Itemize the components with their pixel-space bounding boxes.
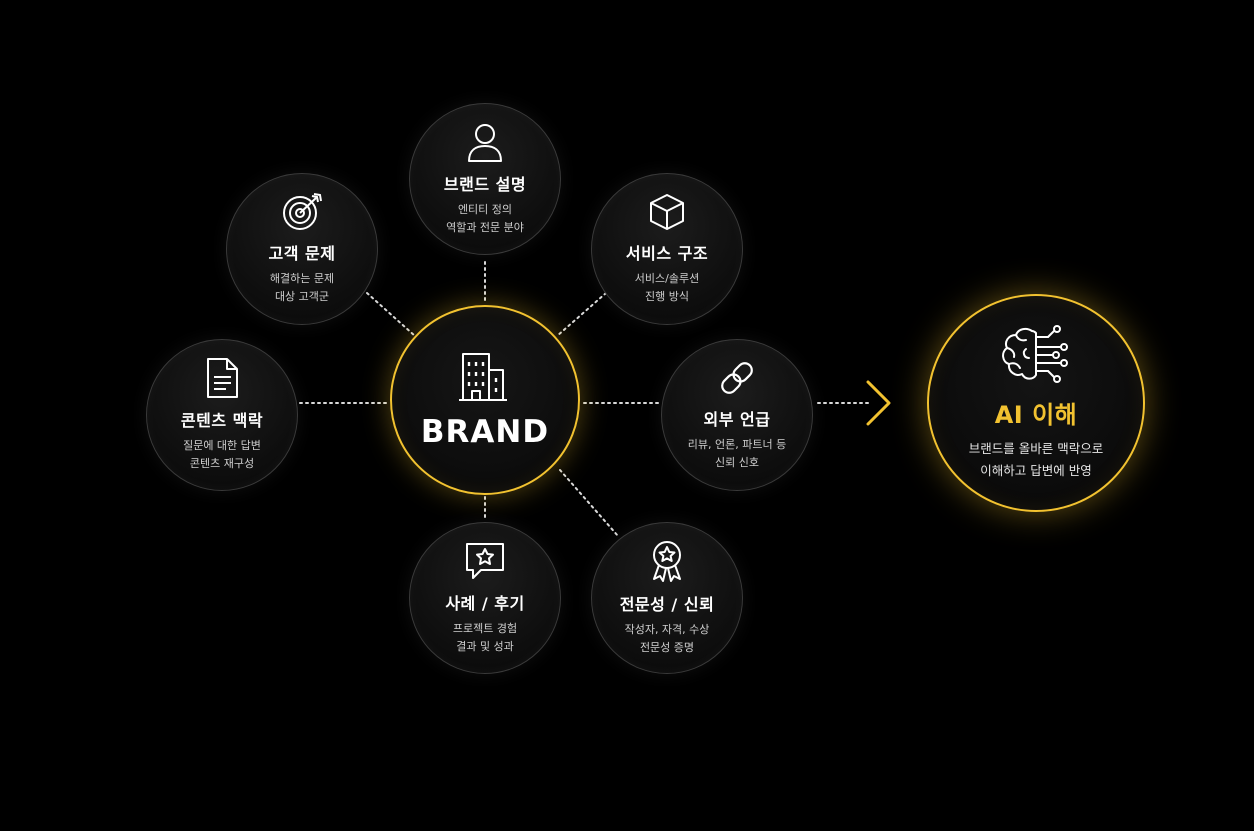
- node-title: 서비스 구조: [625, 244, 709, 263]
- node-description-line: 진행 방식: [645, 290, 689, 303]
- node-description-line: 전문성 증명: [639, 641, 695, 654]
- node-description-line: 역할과 전문 분야: [446, 221, 524, 234]
- node-customer-problem: 고객 문제 해결하는 문제 대상 고객군: [226, 173, 378, 325]
- node-description: 해결하는 문제 대상 고객군: [270, 270, 334, 306]
- ai-description: 브랜드를 올바른 맥락으로 이해하고 답변에 반영: [969, 438, 1103, 482]
- ai-description-line: 이해하고 답변에 반영: [980, 462, 1092, 478]
- node-description: 리뷰, 언론, 파트너 등 신뢰 신호: [688, 436, 786, 472]
- ai-understanding-node: AI 이해 브랜드를 올바른 맥락으로 이해하고 답변에 반영: [927, 294, 1145, 512]
- node-title: 고객 문제: [268, 244, 336, 263]
- brand-center-node: BRAND: [390, 305, 580, 495]
- document-icon: [207, 358, 238, 398]
- node-external-mention: 외부 언급 리뷰, 언론, 파트너 등 신뢰 신호: [661, 339, 813, 491]
- node-description-line: 대상 고객군: [274, 290, 330, 303]
- node-description-line: 해결하는 문제: [269, 272, 335, 285]
- ai-title: AI 이해: [994, 400, 1078, 429]
- node-description-line: 질문에 대한 답변: [183, 439, 261, 452]
- node-title: 외부 언급: [703, 410, 771, 429]
- ai-brain-icon: [1002, 324, 1068, 383]
- star-chat-icon: [466, 543, 504, 579]
- person-icon: [468, 124, 502, 162]
- node-cases-reviews: 사례 / 후기 프로젝트 경험 결과 및 성과: [409, 522, 561, 674]
- node-description-line: 프로젝트 경험: [452, 622, 518, 635]
- node-description-line: 결과 및 성과: [456, 640, 514, 653]
- connector-service-structure: [556, 292, 607, 337]
- connector-customer-problem: [366, 292, 416, 337]
- target-icon: [283, 193, 322, 230]
- node-description-line: 리뷰, 언론, 파트너 등: [687, 438, 787, 451]
- award-icon: [653, 541, 681, 582]
- node-description-line: 콘텐츠 재구성: [189, 457, 255, 470]
- node-content-context: 콘텐츠 맥락 질문에 대한 답변 콘텐츠 재구성: [146, 339, 298, 491]
- node-title: 브랜드 설명: [443, 175, 527, 194]
- node-description-line: 작성자, 자격, 수상: [624, 623, 710, 636]
- node-service-structure: 서비스 구조 서비스/솔루션 진행 방식: [591, 173, 743, 325]
- node-description: 질문에 대한 답변 콘텐츠 재구성: [183, 437, 261, 473]
- node-description-line: 신뢰 신호: [715, 456, 759, 469]
- node-expertise-trust: 전문성 / 신뢰 작성자, 자격, 수상 전문성 증명: [591, 522, 743, 674]
- link-icon: [721, 362, 753, 394]
- node-title: 사례 / 후기: [445, 594, 525, 613]
- node-description-line: 서비스/솔루션: [634, 272, 700, 285]
- node-description: 엔티티 정의 역할과 전문 분야: [446, 201, 524, 237]
- cube-icon: [650, 194, 684, 230]
- arrow-chevron-icon: [866, 380, 891, 426]
- node-description: 프로젝트 경험 결과 및 성과: [453, 620, 517, 656]
- node-title: 전문성 / 신뢰: [619, 595, 715, 614]
- building-icon: [459, 353, 507, 401]
- connector-expertise-trust: [559, 469, 619, 537]
- node-description: 서비스/솔루션 진행 방식: [635, 270, 699, 306]
- ai-description-line: 브랜드를 올바른 맥락으로: [968, 440, 1104, 456]
- node-description-line: 엔티티 정의: [457, 203, 513, 216]
- node-description: 작성자, 자격, 수상 전문성 증명: [625, 621, 710, 657]
- node-brand-description: 브랜드 설명 엔티티 정의 역할과 전문 분야: [409, 103, 561, 255]
- node-title: 콘텐츠 맥락: [180, 411, 264, 430]
- brand-label: BRAND: [420, 414, 550, 450]
